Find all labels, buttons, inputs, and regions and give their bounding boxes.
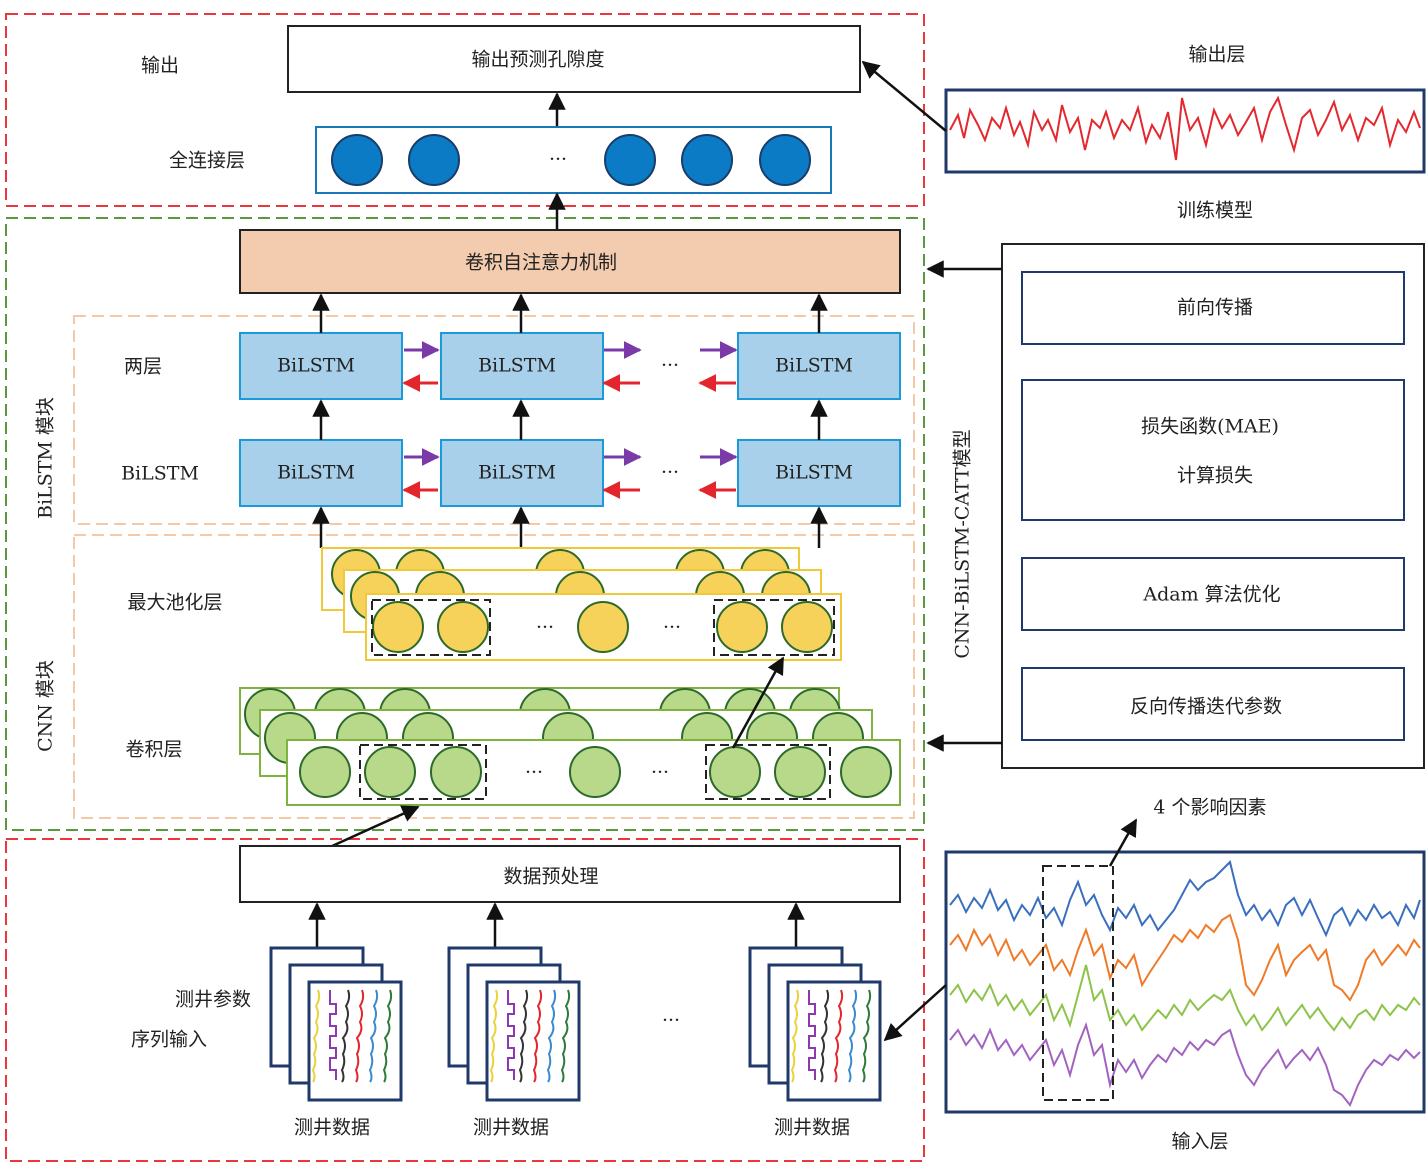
preprocess-box [239,845,901,903]
bilstm-cell [239,332,403,400]
well-data-label: 测井数据 [773,1116,851,1139]
preprocess-label: 数据预处理 [503,865,599,888]
model-section-frame [5,217,925,831]
output-layer-label: 输出层 [1188,43,1246,66]
step-compute-loss-label: 计算损失 [1176,464,1254,487]
bilstm-module-frame [73,315,915,525]
seq-input-label-2: 序列输入 [130,1028,208,1051]
well-ellipsis: ··· [661,1009,681,1032]
well-data-label: 测井数据 [293,1116,371,1139]
arrow-selection-to-factors [1108,818,1138,867]
two-layer-label: 两层 [123,355,163,378]
fc-node [408,134,460,186]
bilstm-cell-label: BiLSTM [775,461,853,484]
cnn-module-label: CNN 模块 [34,660,57,752]
arrow-preprocess-to-conv [329,805,420,849]
bilstm-cell-label: BiLSTM [478,354,556,377]
bilstm-cell-label: BiLSTM [478,461,556,484]
bilstm-ellipsis: ··· [660,354,680,377]
step-forward-label: 前向传播 [1176,296,1254,319]
step-box [1021,271,1405,345]
input-series-line [949,1021,1421,1107]
model-name-label: CNN-BiLSTM-CATT模型 [951,429,974,659]
output-layer-chart [944,88,1426,174]
well-doc-stack-3 [748,946,882,1102]
pool-layer-front [365,593,842,661]
factors-label: 4 个影响因素 [1153,796,1267,819]
cnn-module-frame [73,534,915,819]
input-layer-label: 输入层 [1171,1130,1229,1153]
conv-layer-front [286,739,901,806]
step-box [1021,557,1405,631]
well-doc-stack-1 [269,946,403,1102]
output-label: 输出 [140,54,180,77]
step-box [1021,379,1405,521]
input-section-frame [5,838,925,1162]
step-adam-label: Adam 算法优化 [1143,583,1281,606]
bilstm-cell [737,332,901,400]
conv-ellipsis: ··· [524,761,544,784]
input-arrows [308,902,805,948]
pool-layer-label: 最大池化层 [127,591,223,614]
train-model-label: 训练模型 [1176,199,1254,222]
fc-nodes [331,134,811,186]
model-vertical-arrows [312,293,828,548]
input-series-line [949,860,1421,938]
output-series-line [949,95,1421,161]
bilstm-cell-label: BiLSTM [277,354,355,377]
bilstm-cell [440,332,604,400]
fc-node [604,134,656,186]
input-series-line [949,913,1421,1002]
bilstm-cell-label: BiLSTM [775,354,853,377]
conv-ellipsis: ··· [650,761,670,784]
well-data-label: 测井数据 [472,1116,550,1139]
fc-layer-label: 全连接层 [168,149,246,172]
arrow-chart-to-wells [883,984,947,1042]
pool-ellipsis: ··· [535,616,555,639]
fc-layer-box [315,126,832,194]
output-box-label: 输出预测孔隙度 [471,48,605,71]
arrow-chart-to-output [861,60,947,132]
input-layer-chart [944,850,1426,1114]
attention-label: 卷积自注意力机制 [464,251,618,274]
seq-input-label-1: 测井参数 [174,988,252,1011]
attention-box [239,229,901,294]
conv-layer-label: 卷积层 [125,738,183,761]
output-section-frame [5,13,925,207]
bilstm-ellipsis: ··· [660,461,680,484]
pool-ellipsis: ··· [662,616,682,639]
factor-selection-box [1042,865,1114,1101]
step-box [1021,667,1405,741]
bilstm-module-label: BiLSTM 模块 [34,397,57,519]
fc-node [759,134,811,186]
fc-node [331,134,383,186]
output-box [287,25,861,93]
bilstm-grid [239,332,901,507]
input-series-line [949,964,1421,1032]
bilstm-cell [737,439,901,507]
fc-node [681,134,733,186]
arrow-conv-to-pool [731,656,785,749]
bilstm-cell [440,439,604,507]
well-doc-stack-2 [447,946,581,1102]
step-loss-label: 损失函数(MAE) [1141,415,1279,438]
bilstm-cell-label: BiLSTM [277,461,355,484]
forward-arrows [404,341,738,466]
bilstm-label: BiLSTM [121,462,199,485]
fc-ellipsis: ··· [548,148,568,171]
step-backprop-label: 反向传播迭代参数 [1129,695,1283,718]
backward-arrows [402,374,736,499]
